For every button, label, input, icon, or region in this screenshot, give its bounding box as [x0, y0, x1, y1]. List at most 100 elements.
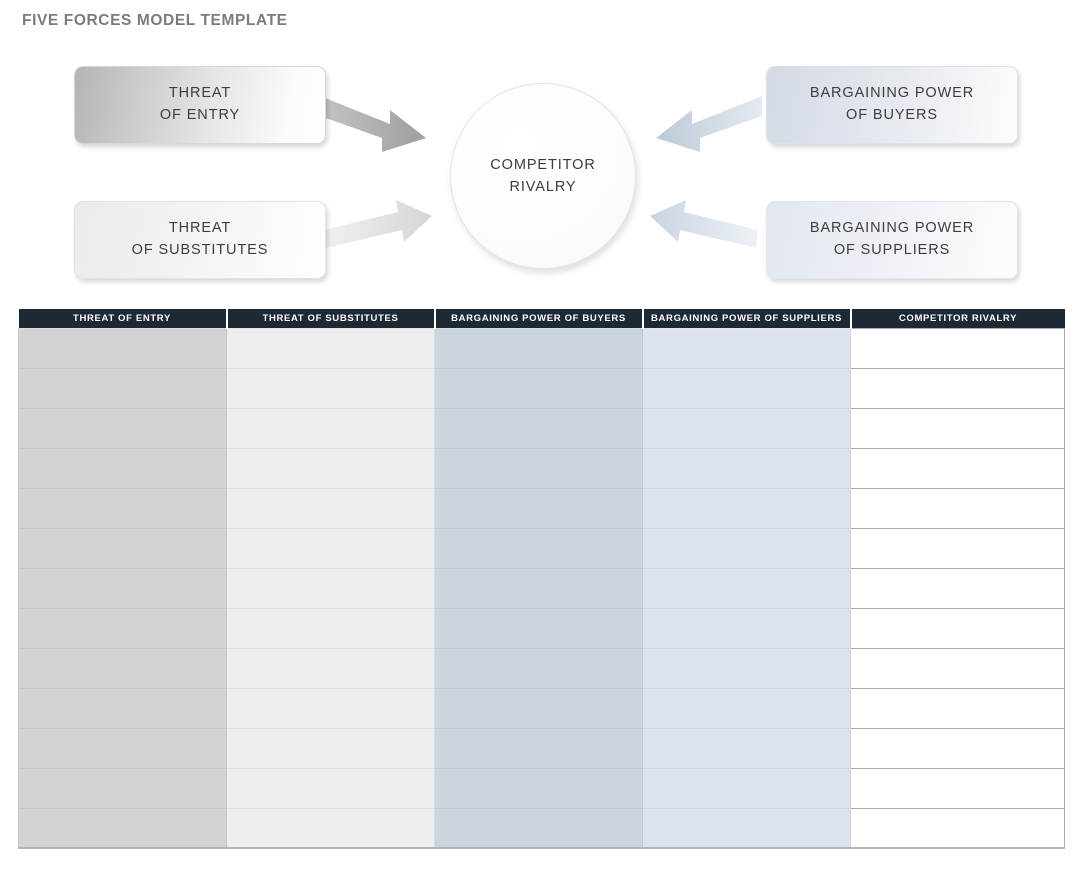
table-cell-threat_of_substitutes[interactable] [226, 807, 435, 849]
table-cell-threat_of_entry[interactable] [18, 447, 227, 489]
table-cell-threat_of_entry[interactable] [18, 767, 227, 809]
table-cell-bargaining_power_of_buyers[interactable] [434, 367, 643, 409]
table-row [18, 327, 1065, 369]
table-cell-threat_of_substitutes[interactable] [226, 647, 435, 689]
table-row [18, 567, 1065, 609]
table-row [18, 607, 1065, 649]
force-circle-competitor-rivalry[interactable]: COMPETITOR RIVALRY [450, 83, 636, 269]
table-cell-bargaining_power_of_buyers[interactable] [434, 687, 643, 729]
arrow-entry-to-rivalry [320, 96, 426, 152]
arrow-substitutes-to-rivalry [324, 200, 432, 248]
table-cell-threat_of_entry[interactable] [18, 407, 227, 449]
table-row [18, 367, 1065, 409]
table-cell-threat_of_substitutes[interactable] [226, 487, 435, 529]
table-cell-threat_of_substitutes[interactable] [226, 407, 435, 449]
table-cell-bargaining_power_of_suppliers[interactable] [642, 807, 851, 849]
table-cell-threat_of_substitutes[interactable] [226, 687, 435, 729]
table-cell-threat_of_entry[interactable] [18, 807, 227, 849]
table-row [18, 487, 1065, 529]
table-cell-threat_of_substitutes[interactable] [226, 527, 435, 569]
table-cell-threat_of_entry[interactable] [18, 327, 227, 369]
table-cell-bargaining_power_of_suppliers[interactable] [642, 487, 851, 529]
table-cell-threat_of_substitutes[interactable] [226, 327, 435, 369]
table-cell-bargaining_power_of_suppliers[interactable] [642, 727, 851, 769]
table-cell-competitor_rivalry[interactable] [850, 447, 1065, 489]
table-cell-threat_of_entry[interactable] [18, 527, 227, 569]
table-cell-bargaining_power_of_suppliers[interactable] [642, 567, 851, 609]
table-cell-bargaining_power_of_buyers[interactable] [434, 647, 643, 689]
table-row [18, 527, 1065, 569]
force-box-label: BARGAINING POWER OF SUPPLIERS [809, 220, 975, 258]
table-cell-bargaining_power_of_suppliers[interactable] [642, 767, 851, 809]
force-box-bargaining-power-of-suppliers[interactable]: BARGAINING POWER OF SUPPLIERS [766, 201, 1018, 279]
table-cell-threat_of_substitutes[interactable] [226, 607, 435, 649]
table-cell-threat_of_entry[interactable] [18, 487, 227, 529]
table-cell-bargaining_power_of_suppliers[interactable] [642, 447, 851, 489]
table-cell-threat_of_substitutes[interactable] [226, 767, 435, 809]
table-cell-bargaining_power_of_buyers[interactable] [434, 607, 643, 649]
column-header-competitor-rivalry: COMPETITOR RIVALRY [850, 309, 1065, 328]
table-cell-bargaining_power_of_suppliers[interactable] [642, 647, 851, 689]
table-cell-competitor_rivalry[interactable] [850, 487, 1065, 529]
table-cell-competitor_rivalry[interactable] [850, 607, 1065, 649]
table-row [18, 807, 1065, 849]
table-cell-competitor_rivalry[interactable] [850, 727, 1065, 769]
arrow-suppliers-to-rivalry [650, 200, 758, 248]
table-cell-bargaining_power_of_buyers[interactable] [434, 327, 643, 369]
table-cell-bargaining_power_of_buyers[interactable] [434, 727, 643, 769]
table-cell-bargaining_power_of_suppliers[interactable] [642, 527, 851, 569]
table-cell-threat_of_entry[interactable] [18, 647, 227, 689]
five-forces-diagram: THREAT OF ENTRY THREAT OF SUBSTITUTES BA… [0, 48, 1082, 298]
table-cell-bargaining_power_of_suppliers[interactable] [642, 607, 851, 649]
table-cell-threat_of_entry[interactable] [18, 367, 227, 409]
force-box-bargaining-power-of-buyers[interactable]: BARGAINING POWER OF BUYERS [766, 66, 1018, 144]
table-cell-bargaining_power_of_buyers[interactable] [434, 767, 643, 809]
table-cell-competitor_rivalry[interactable] [850, 567, 1065, 609]
table-cell-competitor_rivalry[interactable] [850, 527, 1065, 569]
table-cell-bargaining_power_of_suppliers[interactable] [642, 327, 851, 369]
table-row [18, 767, 1065, 809]
table-cell-threat_of_entry[interactable] [18, 567, 227, 609]
table-row [18, 647, 1065, 689]
table-cell-competitor_rivalry[interactable] [850, 367, 1065, 409]
force-box-threat-of-entry[interactable]: THREAT OF ENTRY [74, 66, 326, 144]
table-cell-competitor_rivalry[interactable] [850, 687, 1065, 729]
table-cell-competitor_rivalry[interactable] [850, 327, 1065, 369]
table-cell-bargaining_power_of_suppliers[interactable] [642, 367, 851, 409]
table-cell-bargaining_power_of_suppliers[interactable] [642, 407, 851, 449]
table-cell-bargaining_power_of_buyers[interactable] [434, 807, 643, 849]
table-row [18, 727, 1065, 769]
table-cell-threat_of_entry[interactable] [18, 607, 227, 649]
table-cell-bargaining_power_of_buyers[interactable] [434, 447, 643, 489]
table-cell-competitor_rivalry[interactable] [850, 647, 1065, 689]
column-header-bargaining-power-of-buyers: BARGAINING POWER OF BUYERS [434, 309, 644, 328]
table-cell-competitor_rivalry[interactable] [850, 807, 1065, 849]
force-box-label: THREAT OF SUBSTITUTES [131, 220, 269, 258]
arrow-buyers-to-rivalry [656, 96, 762, 152]
column-header-threat-of-entry: THREAT OF ENTRY [18, 309, 228, 328]
table-header: THREAT OF ENTRY THREAT OF SUBSTITUTES BA… [18, 309, 1065, 328]
table-row [18, 687, 1065, 729]
table-cell-threat_of_entry[interactable] [18, 687, 227, 729]
table-cell-competitor_rivalry[interactable] [850, 407, 1065, 449]
force-box-label: THREAT OF ENTRY [159, 85, 241, 123]
five-forces-table: THREAT OF ENTRY THREAT OF SUBSTITUTES BA… [18, 309, 1065, 849]
column-header-bargaining-power-of-suppliers: BARGAINING POWER OF SUPPLIERS [642, 309, 852, 328]
table-cell-threat_of_substitutes[interactable] [226, 727, 435, 769]
table-header-row: THREAT OF ENTRY THREAT OF SUBSTITUTES BA… [18, 309, 1065, 328]
column-header-threat-of-substitutes: THREAT OF SUBSTITUTES [226, 309, 436, 328]
table-cell-bargaining_power_of_buyers[interactable] [434, 527, 643, 569]
force-box-threat-of-substitutes[interactable]: THREAT OF SUBSTITUTES [74, 201, 326, 279]
force-circle-label: COMPETITOR RIVALRY [490, 156, 596, 195]
table-cell-bargaining_power_of_buyers[interactable] [434, 487, 643, 529]
table-cell-competitor_rivalry[interactable] [850, 767, 1065, 809]
table-cell-bargaining_power_of_suppliers[interactable] [642, 687, 851, 729]
table-cell-threat_of_entry[interactable] [18, 727, 227, 769]
table-body [18, 327, 1065, 849]
arrow-layer [320, 96, 762, 248]
table-cell-bargaining_power_of_buyers[interactable] [434, 407, 643, 449]
table-cell-threat_of_substitutes[interactable] [226, 567, 435, 609]
table-cell-threat_of_substitutes[interactable] [226, 447, 435, 489]
table-cell-threat_of_substitutes[interactable] [226, 367, 435, 409]
table-cell-bargaining_power_of_buyers[interactable] [434, 567, 643, 609]
